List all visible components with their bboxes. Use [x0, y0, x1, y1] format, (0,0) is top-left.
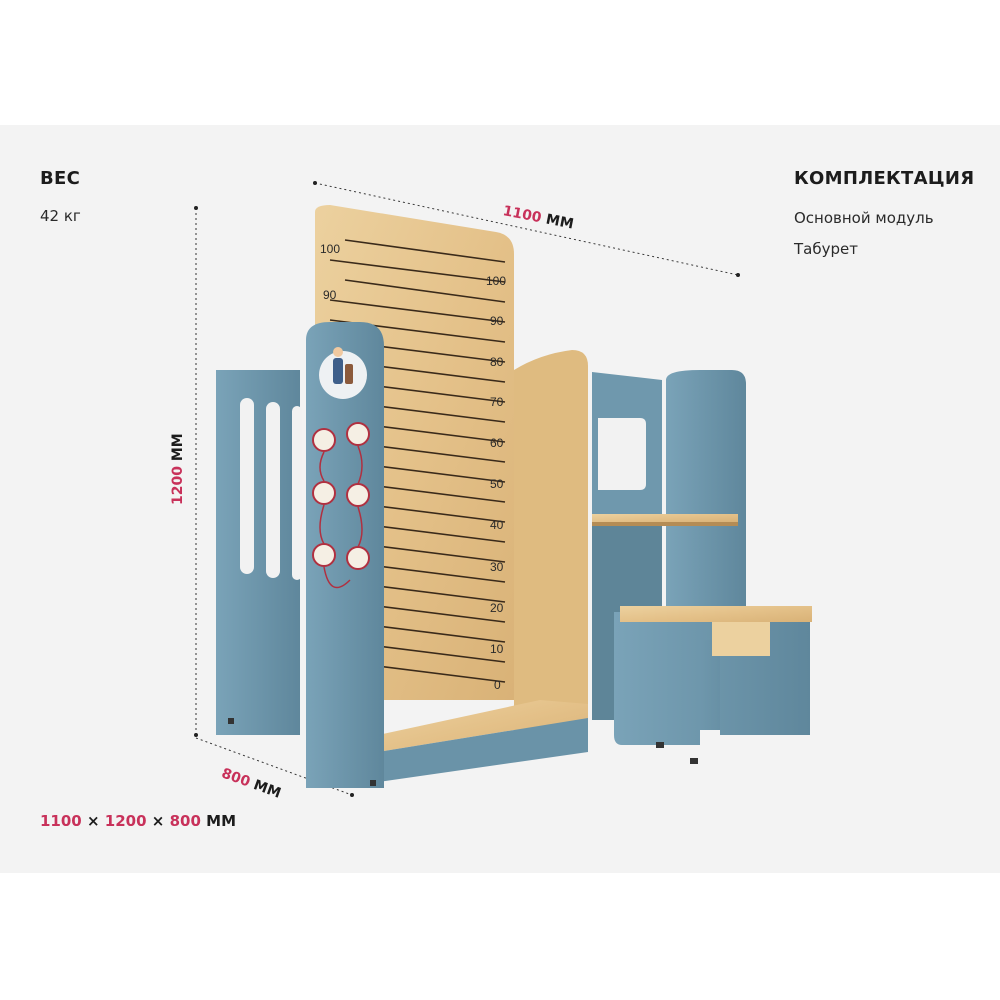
- width-dimension-line: [314, 182, 739, 276]
- summary-sep: ×: [151, 812, 165, 830]
- ruler-left-label: 100: [320, 242, 340, 256]
- dimension-lines: [195, 182, 739, 796]
- summary-unit: ММ: [206, 812, 236, 830]
- ruler-right-label: 10: [490, 642, 504, 656]
- ruler-right-label: 60: [490, 436, 504, 450]
- ruler-right-label: 30: [490, 560, 504, 574]
- ruler-right-label: 50: [490, 477, 504, 491]
- weight-value: 42 кг: [40, 207, 81, 225]
- desk-top: [592, 514, 738, 522]
- weight-title: ВЕС: [40, 168, 81, 189]
- height-value: 1200: [170, 466, 186, 505]
- kit-item: Табурет: [794, 240, 858, 258]
- kit-item: Основной модуль: [794, 209, 934, 227]
- summary-depth: 800: [169, 812, 201, 830]
- ruler-right-label: 80: [490, 355, 504, 369]
- kit-title: КОМПЛЕКТАЦИЯ: [794, 168, 975, 189]
- height-dimension-label: 1200 ММ: [170, 433, 186, 505]
- ruler-right-label: 70: [490, 395, 504, 409]
- front-illustrated-panel: [306, 322, 384, 788]
- dimensions-summary: 1100 × 1200 × 800 ММ: [40, 812, 236, 830]
- left-side-panel: [216, 370, 302, 735]
- ruler-right-label: 90: [490, 314, 504, 328]
- summary-height: 1200: [104, 812, 147, 830]
- summary-sep: ×: [86, 812, 100, 830]
- wood-side-panel: [514, 350, 588, 750]
- ruler-right-label: 20: [490, 601, 504, 615]
- ruler-right-label: 100: [486, 274, 506, 288]
- summary-width: 1100: [40, 812, 82, 830]
- floor-shelf: [378, 700, 588, 752]
- height-unit: ММ: [170, 433, 186, 462]
- stool: [614, 606, 812, 764]
- ruler-right-label: 40: [490, 518, 504, 532]
- ruler-left-label: 90: [323, 288, 337, 302]
- ruler-right-label: 0: [494, 678, 501, 692]
